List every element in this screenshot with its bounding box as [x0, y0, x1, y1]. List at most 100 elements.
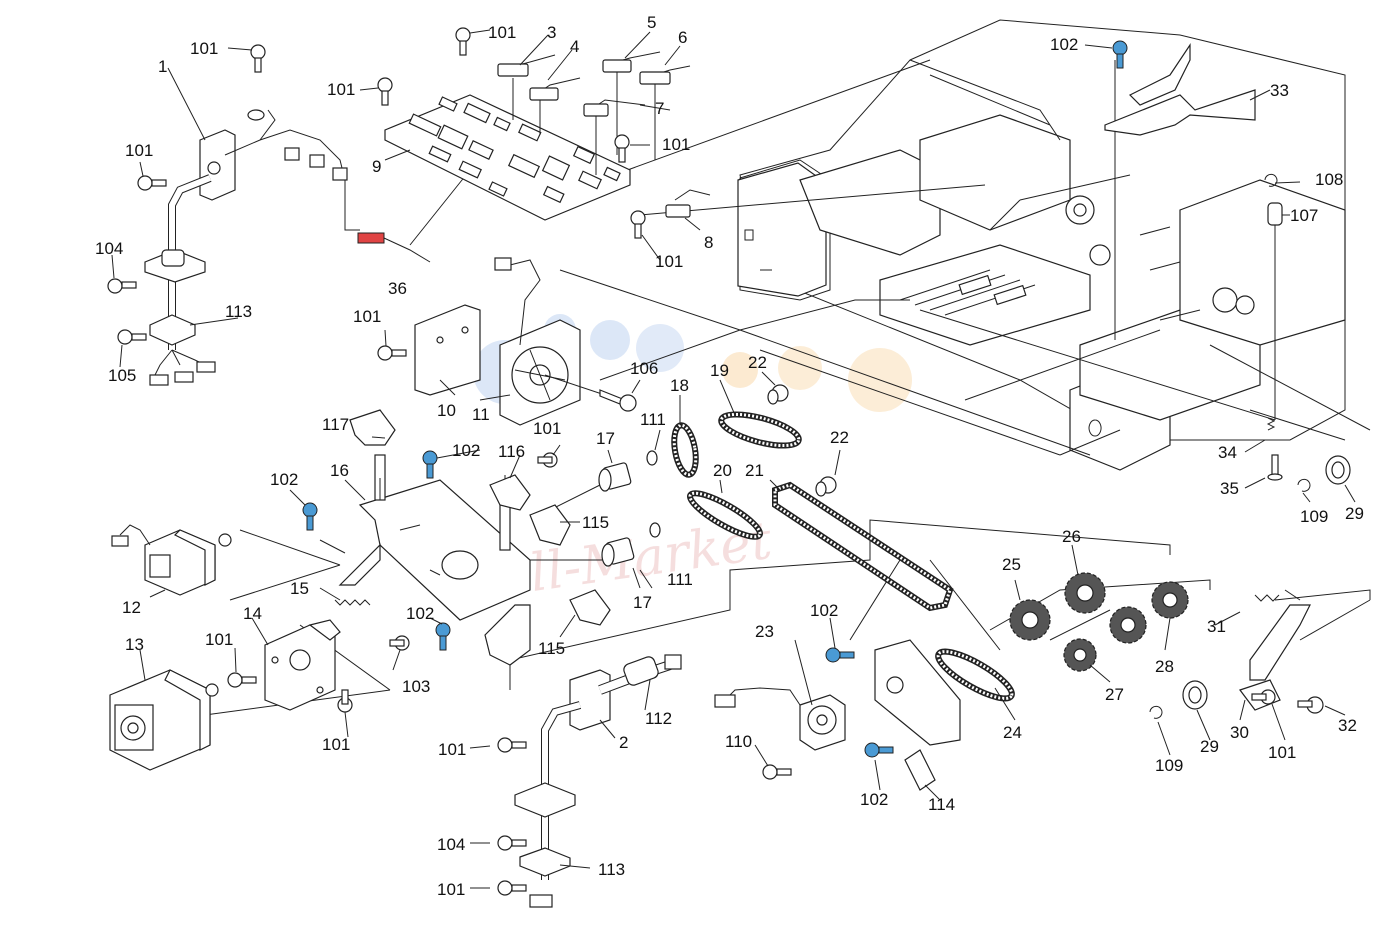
callout-102: 102 — [860, 790, 888, 809]
callout-labels: 101 1 101 104 113 105 101 101 3 4 5 6 7 … — [95, 13, 1364, 899]
callout-102: 102 — [810, 601, 838, 620]
callout-23: 23 — [755, 622, 774, 641]
callout-28: 28 — [1155, 657, 1174, 676]
callout-101: 101 — [125, 141, 153, 160]
lever-30 — [1239, 589, 1311, 711]
control-board-9 — [384, 94, 631, 221]
belts — [671, 411, 1015, 702]
callout-24: 24 — [1003, 723, 1022, 742]
main-frame — [737, 19, 1346, 471]
fan-11 — [414, 257, 637, 426]
callout-13: 13 — [125, 635, 144, 654]
callout-17: 17 — [596, 429, 615, 448]
callout-1: 1 — [158, 57, 167, 76]
callout-101: 101 — [1268, 743, 1296, 762]
callout-109: 109 — [1155, 756, 1183, 775]
callout-113: 113 — [598, 860, 625, 879]
pulleys-17 — [598, 450, 661, 567]
callout-leaders — [111, 29, 1356, 889]
callout-101: 101 — [190, 39, 218, 58]
callout-22: 22 — [830, 428, 849, 447]
callout-115: 115 — [538, 639, 565, 658]
callout-102: 102 — [452, 441, 480, 460]
callout-36: 36 — [388, 279, 407, 298]
callout-16: 16 — [330, 461, 349, 480]
callout-106: 106 — [630, 359, 658, 378]
callout-35: 35 — [1220, 479, 1239, 498]
callout-116: 116 — [498, 442, 525, 461]
callout-4: 4 — [570, 37, 579, 56]
harness-1 — [144, 109, 348, 386]
callout-101: 101 — [327, 80, 355, 99]
callout-29: 29 — [1345, 504, 1364, 523]
callout-117: 117 — [322, 415, 349, 434]
callout-105: 105 — [108, 366, 136, 385]
callout-104: 104 — [437, 835, 465, 854]
callout-101: 101 — [437, 880, 465, 899]
callout-111: 111 — [640, 410, 666, 429]
callout-33: 33 — [1270, 81, 1289, 100]
callout-109: 109 — [1300, 507, 1328, 526]
bracket-16 — [338, 454, 531, 666]
callout-3: 3 — [547, 23, 556, 42]
callout-21: 21 — [745, 461, 764, 480]
callout-101: 101 — [533, 419, 561, 438]
callout-102: 102 — [1050, 35, 1078, 54]
callout-20: 20 — [713, 461, 732, 480]
callout-34: 34 — [1218, 443, 1237, 462]
screws-102 — [302, 40, 1128, 758]
callout-30: 30 — [1230, 723, 1249, 742]
callout-22: 22 — [748, 353, 767, 372]
callout-115: 115 — [582, 513, 609, 532]
screws-101 — [107, 27, 1324, 896]
callout-12: 12 — [122, 598, 141, 617]
callout-17: 17 — [633, 593, 652, 612]
callout-101: 101 — [438, 740, 466, 759]
callout-107: 107 — [1290, 206, 1318, 225]
callout-29: 29 — [1200, 737, 1219, 756]
callout-19: 19 — [710, 361, 729, 380]
bracket-23 — [874, 639, 961, 791]
spring-15 — [334, 599, 371, 606]
callout-110: 110 — [725, 732, 752, 751]
callout-25: 25 — [1002, 555, 1021, 574]
motor-12 — [111, 524, 232, 596]
callout-108: 108 — [1315, 170, 1343, 189]
callout-101: 101 — [488, 23, 516, 42]
callout-2: 2 — [619, 733, 628, 752]
bracket-33 — [1104, 43, 1256, 136]
callout-7: 7 — [655, 99, 664, 118]
harness-2 — [514, 654, 682, 908]
callout-112: 112 — [645, 709, 672, 728]
bracket-14 — [264, 619, 341, 711]
callout-104: 104 — [95, 239, 123, 258]
callout-6: 6 — [678, 28, 687, 47]
callout-113: 113 — [225, 302, 252, 321]
callout-26: 26 — [1062, 527, 1081, 546]
callout-8: 8 — [704, 233, 713, 252]
callout-11: 11 — [472, 405, 490, 424]
callout-31: 31 — [1207, 617, 1226, 636]
callout-111: 111 — [667, 570, 693, 589]
callout-15: 15 — [290, 579, 309, 598]
callout-27: 27 — [1105, 685, 1124, 704]
callout-5: 5 — [647, 13, 656, 32]
motor-23 — [714, 687, 846, 751]
callout-102: 102 — [270, 470, 298, 489]
callout-114: 114 — [928, 795, 955, 814]
callout-101: 101 — [655, 252, 683, 271]
callout-101: 101 — [322, 735, 350, 754]
clips — [349, 409, 611, 626]
callout-103: 103 — [402, 677, 430, 696]
callout-101: 101 — [662, 135, 690, 154]
callout-32: 32 — [1338, 716, 1357, 735]
gears — [1009, 572, 1189, 672]
harness-connectors — [357, 51, 711, 263]
bushings-22 — [767, 384, 837, 497]
callout-9: 9 — [372, 157, 381, 176]
callout-18: 18 — [670, 376, 689, 395]
callout-10: 10 — [437, 401, 456, 420]
callout-101: 101 — [353, 307, 381, 326]
callout-102: 102 — [406, 604, 434, 623]
